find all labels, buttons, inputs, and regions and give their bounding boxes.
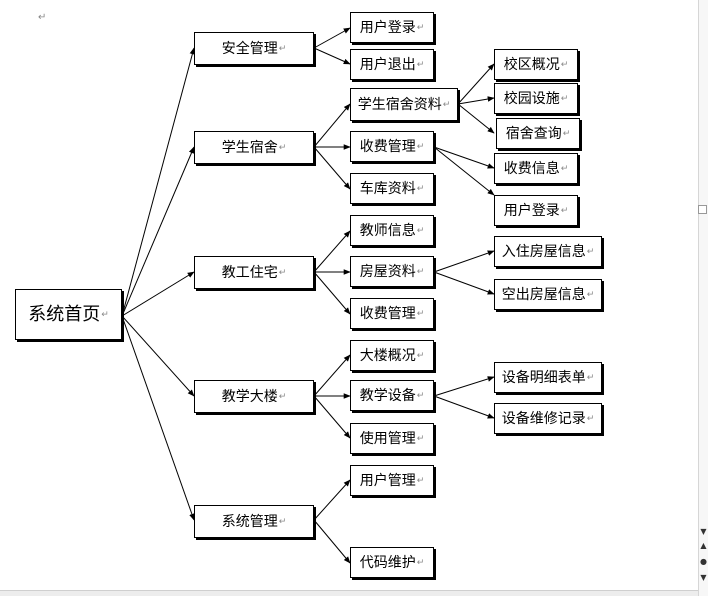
paragraph-mark: ↵ — [38, 12, 47, 23]
item-label: 校区概况 — [503, 56, 560, 73]
paragraph-mark: ↵ — [560, 206, 569, 216]
item-label: 宿舍查询 — [505, 125, 562, 142]
category-label: 安全管理 — [221, 40, 278, 57]
paragraph-mark: ↵ — [416, 309, 425, 319]
item-label: 设备维修记录 — [501, 410, 586, 427]
item-label: 用户退出 — [359, 56, 416, 73]
item-equipment-list: 设备明细表单↵ — [494, 362, 602, 393]
paragraph-mark: ↵ — [416, 23, 425, 33]
paragraph-mark: ↵ — [278, 44, 287, 54]
item-teaching-equipment: 教学设备↵ — [350, 380, 434, 411]
paragraph-mark: ↵ — [560, 60, 569, 70]
category-system: 系统管理↵ — [194, 505, 314, 538]
scroll-down-icon[interactable]: ▼ — [700, 527, 707, 536]
paragraph-mark: ↵ — [416, 351, 425, 361]
paragraph-mark: ↵ — [278, 517, 287, 527]
category-security: 安全管理↵ — [194, 32, 314, 65]
item-fee-info: 收费信息↵ — [494, 153, 578, 184]
root-node: 系统首页↵ — [15, 289, 122, 340]
item-label: 用户登录 — [503, 202, 560, 219]
item-label: 学生宿舍资料 — [357, 96, 442, 113]
category-dormitory: 学生宿舍↵ — [194, 131, 314, 164]
item-campus-overview: 校区概况↵ — [494, 49, 578, 80]
item-user-logout: 用户退出↵ — [350, 49, 434, 80]
category-staff-housing: 教工住宅↵ — [194, 256, 314, 289]
item-label: 收费管理 — [359, 305, 416, 322]
category-label: 系统管理 — [221, 513, 278, 530]
item-dorm-info: 学生宿舍资料↵ — [350, 88, 458, 121]
paragraph-mark: ↵ — [416, 184, 425, 194]
item-label: 使用管理 — [359, 430, 416, 447]
paragraph-mark: ↵ — [278, 143, 287, 153]
paragraph-mark: ↵ — [586, 373, 595, 383]
category-teaching-building: 教学大楼↵ — [194, 380, 314, 413]
item-occupied-housing: 入住房屋信息↵ — [494, 236, 602, 267]
page-down-icon[interactable]: ▼ — [700, 573, 707, 582]
item-campus-facility: 校园设施↵ — [494, 83, 578, 114]
paragraph-mark: ↵ — [586, 290, 595, 300]
item-label: 设备明细表单 — [501, 369, 586, 386]
item-label: 校园设施 — [503, 90, 560, 107]
item-vacant-housing: 空出房屋信息↵ — [494, 279, 602, 310]
item-label: 用户管理 — [359, 472, 416, 489]
root-label: 系统首页 — [28, 303, 101, 325]
item-teacher-info: 教师信息↵ — [350, 215, 434, 246]
item-label: 车库资料 — [359, 180, 416, 197]
paragraph-mark: ↵ — [101, 310, 109, 320]
paragraph-mark: ↵ — [416, 226, 425, 236]
item-garage-info: 车库资料↵ — [350, 173, 434, 204]
edge-root-staff — [121, 271, 195, 317]
edge-root-teach — [121, 315, 195, 397]
paragraph-mark: ↵ — [442, 100, 451, 110]
item-label: 房屋资料 — [359, 263, 416, 280]
paragraph-mark: ↵ — [416, 391, 425, 401]
edge-root-dorm — [121, 146, 195, 317]
edge-root-system — [121, 315, 195, 521]
paragraph-mark: ↵ — [416, 434, 425, 444]
item-label: 用户登录 — [359, 19, 416, 36]
item-label: 教学设备 — [359, 387, 416, 404]
paragraph-mark: ↵ — [562, 129, 571, 139]
paragraph-mark: ↵ — [560, 94, 569, 104]
item-fee-user-login: 用户登录↵ — [494, 195, 578, 226]
paragraph-mark: ↵ — [586, 414, 595, 424]
item-building-overview: 大楼概况↵ — [350, 340, 434, 371]
paragraph-mark: ↵ — [586, 247, 595, 257]
item-label: 代码维护 — [359, 554, 416, 571]
paragraph-mark: ↵ — [416, 142, 425, 152]
item-label: 空出房屋信息 — [501, 286, 586, 303]
item-usage-management: 使用管理↵ — [350, 423, 434, 454]
paragraph-mark: ↵ — [416, 60, 425, 70]
item-label: 收费管理 — [359, 138, 416, 155]
category-label: 教学大楼 — [221, 388, 278, 405]
edge-root-security — [121, 47, 196, 317]
horizontal-scrollbar[interactable] — [0, 590, 698, 596]
browse-object-icon[interactable]: ● — [700, 557, 707, 566]
item-label: 教师信息 — [359, 222, 416, 239]
paragraph-mark: ↵ — [278, 268, 287, 278]
paragraph-mark: ↵ — [416, 558, 425, 568]
item-label: 入住房屋信息 — [501, 243, 586, 260]
item-dorm-query: 宿舍查询↵ — [496, 118, 580, 149]
category-label: 学生宿舍 — [221, 139, 278, 156]
page-up-icon[interactable]: ▲ — [700, 541, 707, 550]
item-staff-fee: 收费管理↵ — [350, 298, 434, 329]
item-dorm-fee: 收费管理↵ — [350, 131, 434, 162]
item-equipment-repair: 设备维修记录↵ — [494, 403, 602, 434]
paragraph-mark: ↵ — [560, 164, 569, 174]
paragraph-mark: ↵ — [278, 392, 287, 402]
item-user-management: 用户管理↵ — [350, 465, 434, 496]
item-house-info: 房屋资料↵ — [350, 256, 434, 287]
item-label: 收费信息 — [503, 160, 560, 177]
paragraph-mark: ↵ — [416, 267, 425, 277]
vertical-scrollbar[interactable]: ▼ ▲ ● ▼ — [698, 0, 708, 596]
item-label: 大楼概况 — [359, 347, 416, 364]
scroll-marker-icon[interactable] — [698, 205, 707, 214]
paragraph-mark: ↵ — [416, 476, 425, 486]
category-label: 教工住宅 — [221, 264, 278, 281]
item-user-login: 用户登录↵ — [350, 12, 434, 43]
item-code-maintenance: 代码维护↵ — [350, 547, 434, 578]
